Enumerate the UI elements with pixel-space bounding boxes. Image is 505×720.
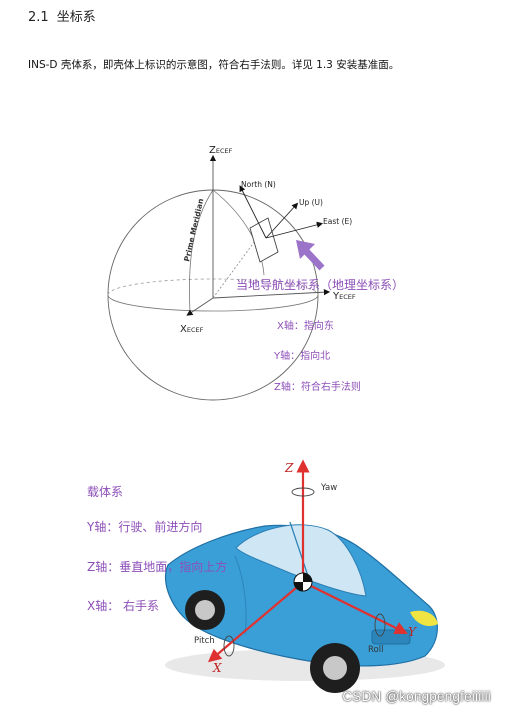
local-plane	[249, 217, 279, 263]
equator-front	[107, 294, 319, 312]
yaw-rotation-icon	[291, 487, 315, 497]
x-body-axis	[207, 581, 304, 663]
up-label: Up (U)	[299, 198, 323, 207]
nav-frame-pointer-arrow	[296, 240, 325, 271]
roll-rotation-icon	[374, 613, 386, 637]
nav-x-desc: X轴：指向东	[277, 319, 334, 332]
nav-z-desc: Z轴：符合右手法则	[274, 380, 361, 393]
east-axis	[265, 221, 324, 239]
origin-marker-icon	[293, 572, 313, 592]
body-frame-title: 载体系	[87, 485, 123, 499]
z-body-label: Z	[284, 461, 294, 475]
pitch-rotation-icon	[223, 635, 235, 657]
north-label: North (N)	[241, 180, 276, 189]
x-body-label: X	[212, 661, 222, 675]
intro-paragraph: INS-D 壳体系，即壳体上标识的示意图，符合右手法则。详见 1.3 安装基准面…	[28, 59, 400, 71]
y-ecef-axis	[212, 289, 331, 299]
nav-frame-title: 当地导航坐标系（地理坐标系）	[236, 277, 404, 292]
vehicle-diagram: Z Yaw Y Roll Pitch X 载体系 Y轴：行驶、前进方向 Z轴：垂…	[86, 459, 445, 693]
north-axis	[239, 185, 267, 239]
prime-meridian-line	[189, 189, 214, 313]
y-body-axis	[302, 581, 408, 634]
section-title: 坐标系	[56, 10, 96, 25]
body-z-desc: Z轴：垂直地面，指向上方	[87, 559, 227, 574]
car-illustration	[164, 521, 445, 693]
up-axis	[265, 202, 299, 239]
watermark: CSDN @kongpengfeiiiiii	[342, 689, 491, 704]
x-ecef-label: XECEF	[180, 324, 204, 335]
yaw-label: Yaw	[320, 483, 337, 493]
x-ecef-axis	[186, 297, 214, 316]
prime-meridian-label: Prime Meridian	[182, 198, 205, 263]
y-ecef-label: YECEF	[332, 291, 356, 302]
y-body-label: Y	[408, 625, 417, 639]
local-meridian-line	[212, 189, 265, 276]
z-ecef-label: ZECEF	[209, 145, 233, 156]
ecef-diagram: ZECEF XECEF YECEF North (N) Up (U) East …	[107, 145, 404, 401]
east-label: East (E)	[323, 217, 352, 226]
roll-label: Roll	[368, 645, 383, 655]
nav-y-desc: Y轴：指向北	[273, 349, 330, 362]
radius-line	[212, 225, 267, 299]
body-y-desc: Y轴：行驶、前进方向	[86, 519, 202, 534]
pitch-label: Pitch	[194, 636, 215, 646]
section-heading: 2.1 坐标系	[28, 6, 96, 25]
body-x-desc: X轴： 右手系	[87, 598, 159, 613]
section-number: 2.1	[28, 10, 49, 25]
